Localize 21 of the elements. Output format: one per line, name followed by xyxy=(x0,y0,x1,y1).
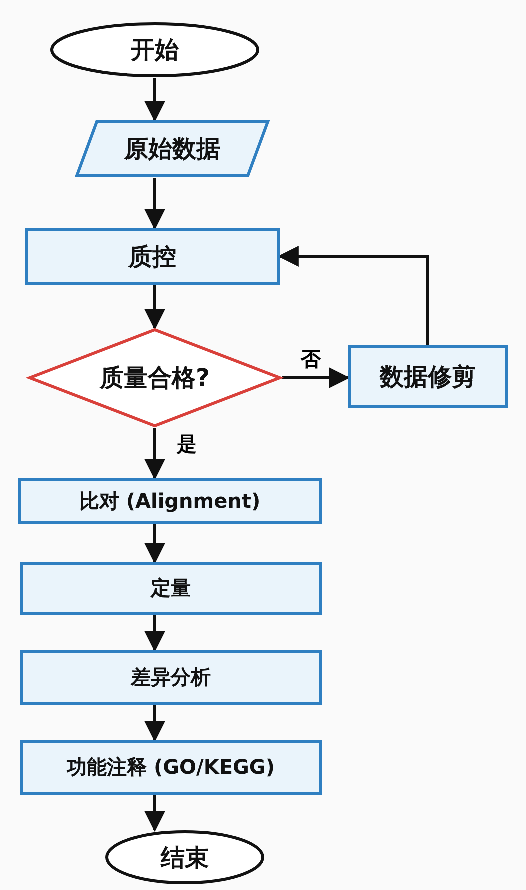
arrow xyxy=(144,178,166,230)
node-label: 比对 (Alignment) xyxy=(79,488,261,514)
arrow xyxy=(144,428,166,480)
edge-label: 是 xyxy=(175,433,199,455)
arrow xyxy=(144,705,166,742)
edge-label: 否 xyxy=(299,348,323,370)
arrow xyxy=(144,524,166,564)
node-label: 原始数据 xyxy=(124,134,220,165)
node-label: 定量 xyxy=(151,575,191,602)
node-label: 功能注释 (GO/KEGG) xyxy=(67,754,275,781)
node-label: 开始 xyxy=(131,35,179,66)
node-label: 质控 xyxy=(128,242,176,272)
node-label: 质量合格? xyxy=(100,363,210,394)
arrow xyxy=(282,368,350,388)
node-label: 结束 xyxy=(161,842,209,874)
arrow xyxy=(144,285,166,330)
arrow xyxy=(144,615,166,652)
node-label: 差异分析 xyxy=(131,664,211,691)
arrow xyxy=(144,78,166,122)
arrow xyxy=(144,795,166,832)
node-label: 数据修剪 xyxy=(380,362,476,392)
